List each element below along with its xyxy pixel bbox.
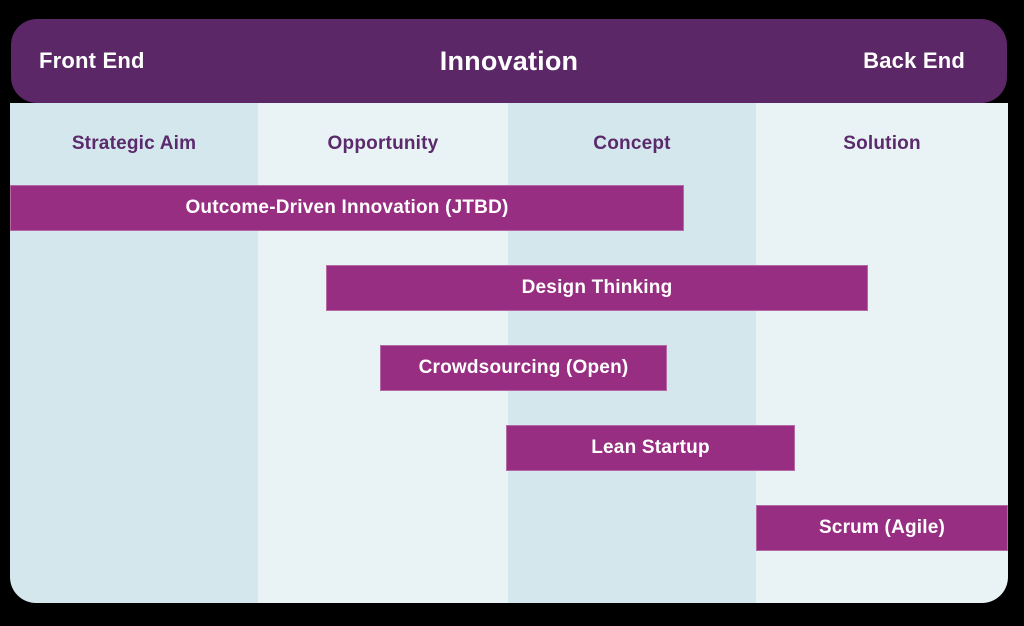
header-banner: Front End Innovation Back End — [11, 19, 1007, 103]
column-label-solution: Solution — [843, 133, 921, 154]
method-bar-label: Lean Startup — [591, 437, 710, 458]
column-strategic-aim: Strategic Aim — [10, 103, 258, 603]
method-bar-lean-startup: Lean Startup — [506, 425, 795, 471]
front-end-label: Front End — [39, 48, 145, 73]
method-bar-outcome-driven-innovation: Outcome-Driven Innovation (JTBD) — [10, 185, 684, 231]
method-bar-crowdsourcing: Crowdsourcing (Open) — [380, 345, 667, 391]
method-bar-label: Scrum (Agile) — [818, 517, 946, 538]
diagram-title: Innovation — [439, 45, 579, 76]
column-label-opportunity: Opportunity — [327, 133, 439, 154]
method-bar-scrum: Scrum (Agile) — [756, 505, 1008, 551]
method-bar-label: Crowdsourcing (Open) — [418, 357, 629, 378]
method-bar-label: Design Thinking — [521, 277, 673, 298]
back-end-label: Back End — [863, 48, 965, 73]
method-bar-design-thinking: Design Thinking — [326, 265, 868, 311]
column-label-concept: Concept — [593, 133, 671, 154]
column-label-strategic-aim: Strategic Aim — [71, 133, 197, 154]
method-bar-label: Outcome-Driven Innovation (JTBD) — [185, 197, 509, 218]
